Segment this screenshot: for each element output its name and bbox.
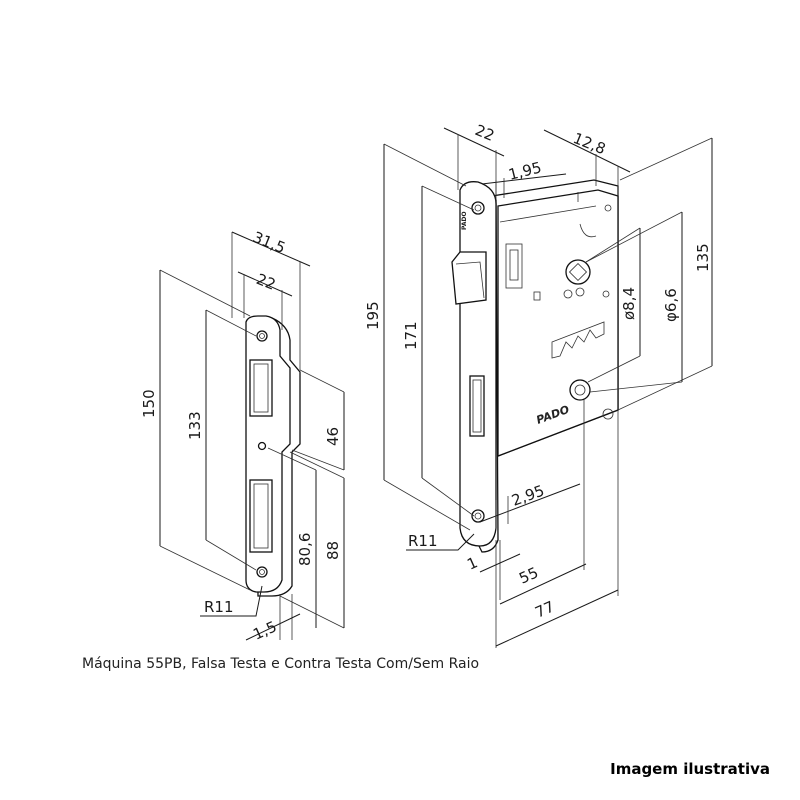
dim-lock-dia-small: ø8,4: [620, 287, 638, 320]
strike-plate-screw-hole-top: [256, 330, 268, 342]
lock-rivet-bottom: [602, 408, 614, 420]
strike-plate-dimension-lines: [159, 231, 345, 641]
dim-strike-lip-height: 46: [324, 427, 342, 446]
dim-lock-dia-large: φ6,6: [662, 288, 680, 322]
dim-lock-body-depth: 12,8: [571, 129, 609, 158]
illustrative-image-note: Imagem ilustrativa: [610, 760, 770, 778]
lock-rivet-mid: [602, 290, 610, 298]
strike-plate: [245, 315, 301, 597]
lock-latch-mechanism: [505, 243, 523, 289]
dim-lock-offset: 1,95: [507, 158, 544, 184]
strike-plate-latch-slot-inner: [253, 363, 269, 413]
lock-rivet-top: [604, 204, 612, 212]
dim-strike-lower-80: 80,6: [296, 533, 314, 566]
dim-lock-height-total: 195: [364, 301, 382, 330]
dim-lock-height-inner: 171: [402, 321, 420, 350]
lock-latch-edge: [455, 261, 485, 299]
dim-strike-width-face: 22: [254, 270, 278, 294]
lock-body-top-edge: [499, 205, 597, 223]
drawing-caption: Máquina 55PB, Falsa Testa e Contra Testa…: [82, 656, 480, 672]
lock-faceplate-screw-top-inner: [474, 204, 482, 212]
strike-plate-screw-hole-bottom-inner: [259, 569, 265, 575]
strike-plate-pin-hole: [257, 441, 267, 451]
lock-cylinder-hole: [569, 379, 591, 401]
strike-plate-latch-slot: [249, 359, 273, 417]
lock-body-dimension-lines: [383, 127, 713, 648]
dim-strike-radius: R11: [204, 598, 234, 616]
dim-lock-face-width: 22: [473, 121, 497, 145]
lock-bolt-slot: [469, 375, 485, 437]
lock-latch: [451, 251, 487, 305]
lock-slot-small: [533, 291, 541, 301]
lock-latch-spring: [509, 249, 519, 281]
dim-lock-offset-bottom: 2,95: [509, 481, 547, 509]
lock-faceplate: [459, 181, 497, 547]
lock-follower-hub: [565, 259, 591, 285]
dim-lock-backset: 55: [516, 563, 541, 587]
lock-pin-2: [575, 287, 585, 297]
strike-plate-bolt-slot: [249, 479, 273, 553]
lock-faceplate-screw-top: [471, 201, 485, 215]
lock-lever-pack: [551, 321, 605, 359]
lock-faceplate-screw-bottom: [471, 509, 485, 523]
dim-strike-height-inner: 133: [186, 411, 204, 440]
lock-faceplate-brand: PADO: [461, 211, 468, 230]
dim-strike-width-total: 31,5: [250, 228, 288, 257]
dim-lock-radius: R11: [408, 532, 438, 550]
lock-follower-square: [568, 262, 588, 282]
lock-pin-1: [563, 289, 573, 299]
lock-bolt-slot-inner: [472, 379, 482, 433]
lock-body: PADO PADO: [451, 179, 619, 553]
lock-faceplate-screw-bottom-inner: [474, 512, 482, 520]
dim-lock-face-thickness: 1: [464, 553, 480, 573]
dim-strike-lower-88: 88: [324, 541, 342, 560]
strike-plate-bolt-slot-inner: [253, 483, 269, 549]
dim-lock-total-depth: 77: [532, 597, 557, 621]
strike-plate-screw-hole-top-inner: [259, 333, 265, 339]
lock-cylinder-hole-inner: [574, 384, 586, 396]
dim-strike-thickness: 1,5: [250, 618, 279, 644]
strike-plate-screw-hole-bottom: [256, 566, 268, 578]
lock-hook: [579, 223, 597, 238]
dim-lock-body-height: 135: [694, 243, 712, 272]
dim-strike-height-total: 150: [140, 389, 158, 418]
